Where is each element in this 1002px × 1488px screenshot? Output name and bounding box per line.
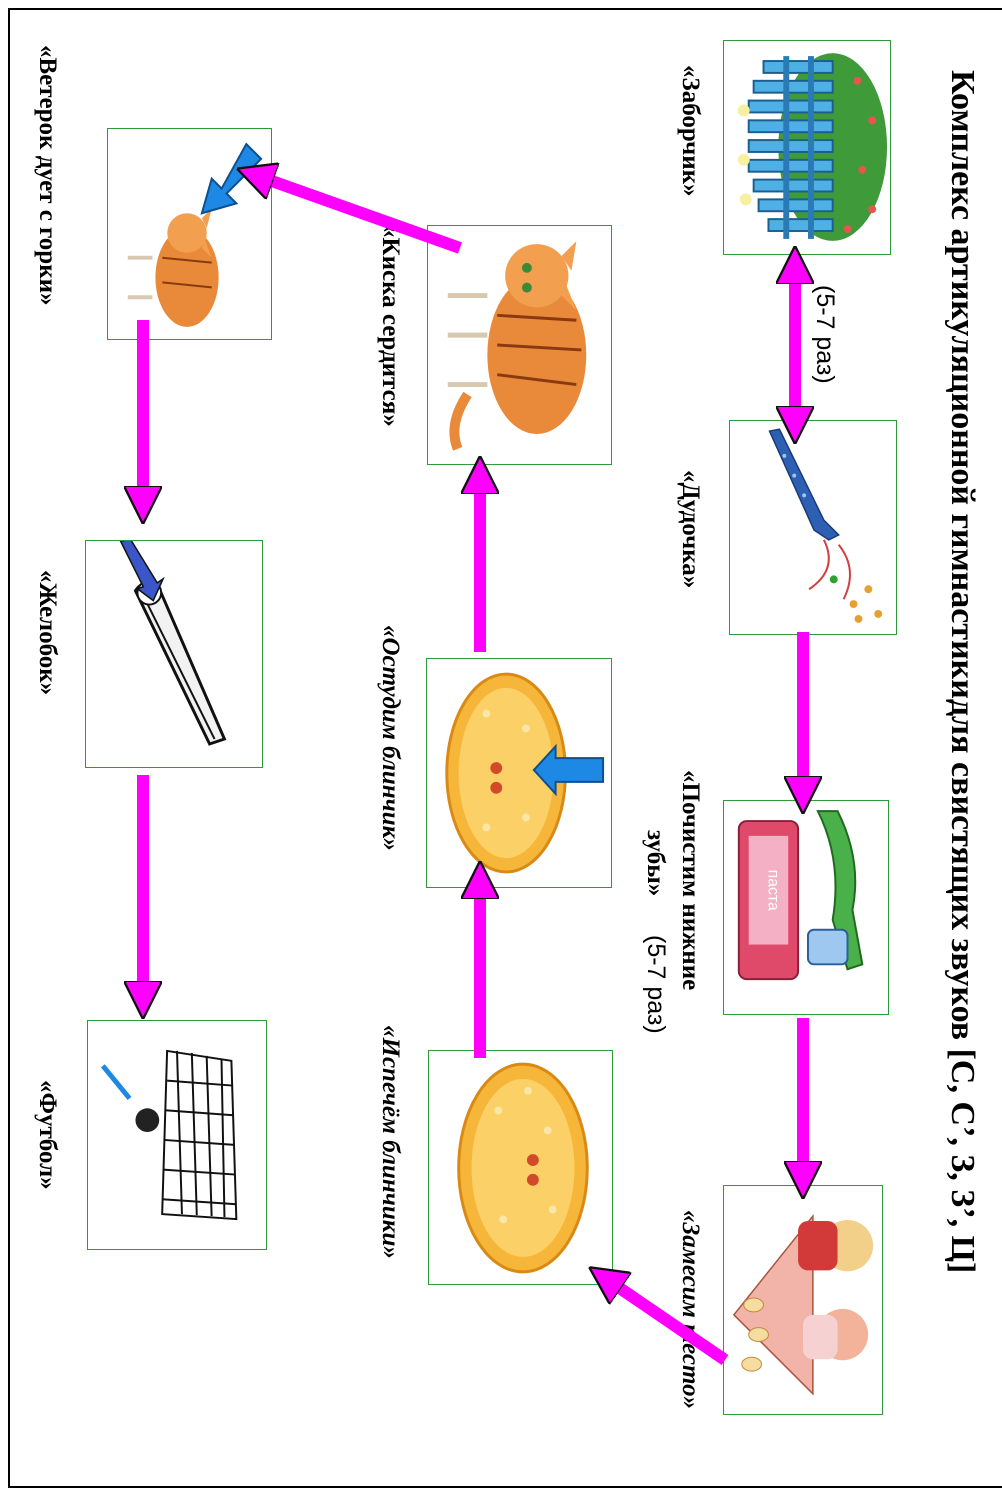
blue-arrow-icon [100,1064,132,1100]
label-pochistim-2: зубы» [642,830,669,897]
card-pochistim: паста [723,800,889,1015]
label-futbol: «Футбол» [34,1080,61,1190]
card-dudochka [729,420,897,635]
label-pochistim-1: «Почистим нижние [677,770,704,991]
blue-arrow-icon [532,743,605,797]
groove-icon [119,541,227,746]
card-zaborchik [723,40,891,255]
label-ostudim: «Остудим блинчик» [377,625,404,851]
pancake-icon [445,672,605,874]
label-dudochka: «Дудочка» [677,470,704,589]
card-zhelobok [85,540,263,768]
cat-icon [127,142,263,327]
blue-arrow-icon [119,541,165,602]
label-kiska: «Киска сердится» [377,225,404,427]
svg-text:паста: паста [764,870,781,911]
pipe-icon [768,428,883,623]
card-veterok [107,128,272,340]
page-title: Комплекс артикуляционной гимнастикидля с… [944,70,981,1274]
pancake-icon [457,1062,589,1274]
label-zhelobok: «Желобок» [34,570,61,696]
fence-icon [737,53,888,241]
cat-icon [447,241,587,451]
label-zamesim: «Замесим тесто» [677,1210,704,1410]
blue-arrow-icon [200,142,263,215]
label-pochistim-3: (5-7 раз) [642,935,670,1034]
label-repeat-1: (5-7 раз) [811,285,839,384]
football-icon [100,1049,238,1221]
dough-icon [732,1213,874,1396]
card-ostudim [426,658,612,888]
card-zamesim [723,1185,883,1415]
card-ispechem [428,1050,613,1285]
card-futbol [87,1020,267,1250]
card-kiska [427,225,612,465]
label-zaborchik: «Заборчик» [677,65,704,197]
label-ispechem: «Испечём блинчики» [377,1025,404,1259]
toothpaste-icon: паста [737,810,864,981]
label-veterok: «Ветерок дует с горки» [34,45,61,306]
